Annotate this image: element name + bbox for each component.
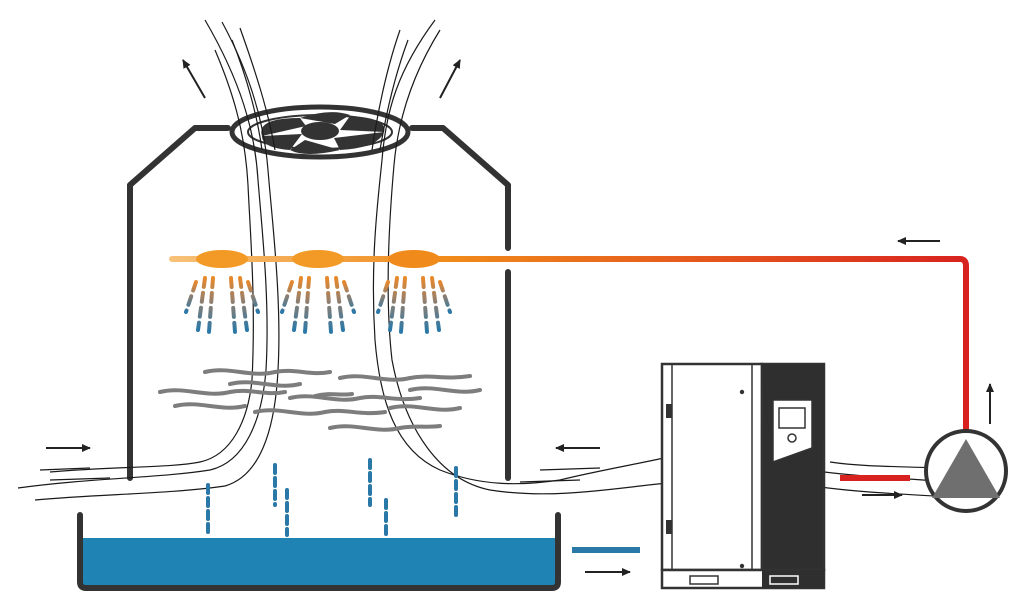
spray-droplets xyxy=(184,276,452,336)
flow-arrow-icon xyxy=(897,237,994,424)
falling-water xyxy=(206,458,458,537)
tower-shell xyxy=(127,125,511,481)
hot-water-line xyxy=(840,475,910,499)
distribution-pipe xyxy=(169,256,969,431)
chiller-unit xyxy=(660,362,826,590)
spray-nozzles xyxy=(196,250,440,268)
fill-media-waves xyxy=(158,368,482,432)
cold-water-outlet xyxy=(572,547,640,576)
pump-icon xyxy=(924,429,1008,513)
fan-icon xyxy=(229,104,411,160)
water-basin xyxy=(77,512,561,591)
air-exhaust-arrows xyxy=(182,59,461,99)
